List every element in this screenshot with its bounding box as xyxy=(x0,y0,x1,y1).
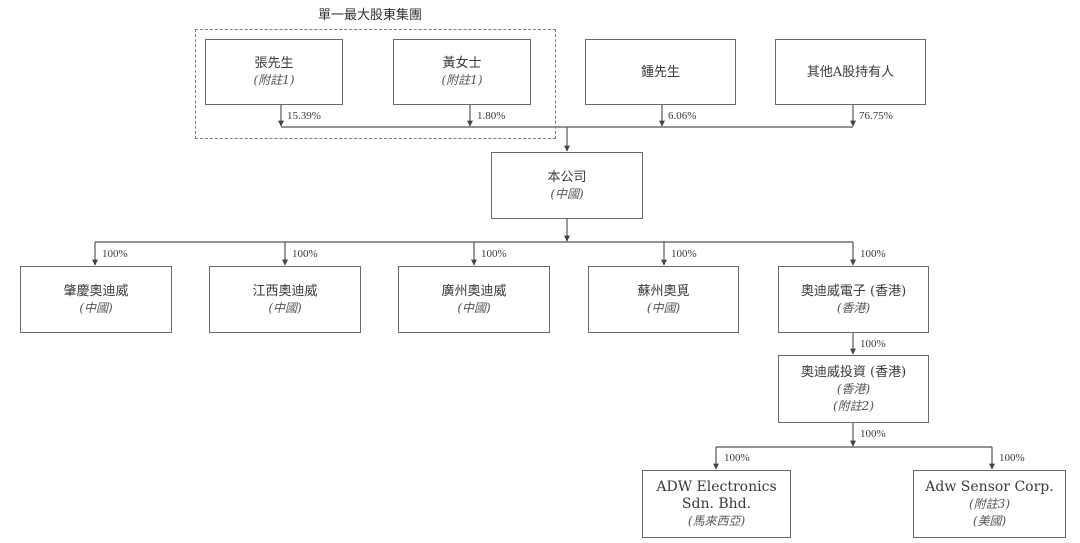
shareholder-name: 黃女士 xyxy=(442,56,482,71)
subsidiary-box-jiangxi: 江西奧迪威 (中國) xyxy=(209,266,361,333)
subsidiary-name: 肇慶奧迪威 xyxy=(63,283,129,299)
shareholder-name: 其他A股持有人 xyxy=(806,64,895,80)
pct-label: 76.75% xyxy=(859,110,893,122)
pct-label: 100% xyxy=(860,338,886,350)
investment-box: 奧迪威投資 (香港) (香港) (附註2) xyxy=(778,355,929,423)
subsidiary-box-hk-electronics: 奧迪威電子 (香港) (香港) xyxy=(778,266,929,333)
pct-label: 100% xyxy=(292,248,318,260)
shareholder-box-huang: 黃女士 (附註1) xyxy=(393,39,531,105)
subsidiary-location: (中國) xyxy=(268,300,302,315)
pct-label: 100% xyxy=(671,248,697,260)
pct-label: 100% xyxy=(102,248,128,260)
pct-label: 100% xyxy=(860,428,886,440)
shareholder-name: 鍾先生 xyxy=(640,64,680,80)
subsidiary-box-zhaoqing: 肇慶奧迪威 (中國) xyxy=(20,266,172,333)
shareholder-note: (附註1) xyxy=(253,73,295,87)
subsidiary-location: (香港) xyxy=(836,300,871,315)
overseas-location: (馬來西亞) xyxy=(687,513,746,528)
subsidiary-name: 蘇州奧覓 xyxy=(637,283,690,299)
investment-location: (香港) xyxy=(836,381,871,396)
subsidiary-box-suzhou: 蘇州奧覓 (中國) xyxy=(588,266,739,333)
group-dashed-border xyxy=(195,29,556,139)
pct-label: 100% xyxy=(724,452,750,464)
shareholder-name: 張先生 xyxy=(254,56,294,71)
pct-label: 100% xyxy=(999,452,1025,464)
subsidiary-name: 廣州奧迪威 xyxy=(441,283,507,299)
overseas-name-line2: Sdn. Bhd. xyxy=(681,495,752,512)
group-title: 單一最大股東集團 xyxy=(318,8,423,23)
company-box: 本公司 (中國) xyxy=(491,152,643,219)
shareholder-box-zhong: 鍾先生 xyxy=(585,39,736,105)
subsidiary-location: (中國) xyxy=(646,300,681,315)
overseas-location: (美國) xyxy=(972,513,1007,528)
pct-label: 100% xyxy=(481,248,507,260)
company-name: 本公司 xyxy=(547,169,587,185)
pct-label: 1.80% xyxy=(477,110,506,122)
shareholder-box-zhang: 張先生 (附註1) xyxy=(205,39,343,105)
overseas-name-line1: ADW Electronics xyxy=(656,478,777,495)
subsidiary-location: (中國) xyxy=(457,300,491,315)
subsidiary-box-guangzhou: 廣州奧迪威 (中國) xyxy=(398,266,550,333)
pct-label: 15.39% xyxy=(287,110,321,122)
subsidiary-name: 江西奧迪威 xyxy=(252,283,318,299)
shareholder-box-others: 其他A股持有人 xyxy=(775,39,926,105)
investment-name: 奧迪威投資 (香港) xyxy=(800,364,907,380)
pct-label: 6.06% xyxy=(668,110,697,122)
subsidiary-location: (中國) xyxy=(79,300,113,315)
subsidiary-name: 奧迪威電子 (香港) xyxy=(800,283,907,299)
overseas-name-line1: Adw Sensor Corp. xyxy=(925,478,1054,495)
pct-label: 100% xyxy=(860,248,886,260)
investment-note: (附註2) xyxy=(833,398,874,413)
overseas-box-usa: Adw Sensor Corp. (附註3) (美國) xyxy=(913,470,1066,538)
shareholder-note: (附註1) xyxy=(441,73,483,87)
overseas-note: (附註3) xyxy=(969,496,1010,511)
company-location: (中國) xyxy=(550,186,584,201)
overseas-box-malaysia: ADW Electronics Sdn. Bhd. (馬來西亞) xyxy=(642,470,791,538)
